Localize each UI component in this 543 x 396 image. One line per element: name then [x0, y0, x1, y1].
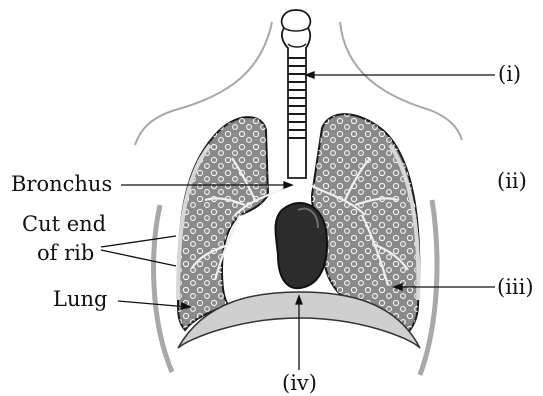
label-bronchus: Bronchus	[11, 174, 112, 195]
trachea	[282, 10, 311, 178]
heart	[276, 203, 327, 288]
label-ii: (ii)	[497, 171, 527, 192]
label-iv: (iv)	[282, 373, 317, 394]
label-lung: Lung	[53, 289, 107, 310]
label-cut-end-of-rib-line1: Cut end	[22, 214, 106, 235]
label-iii: (iii)	[497, 277, 534, 298]
side-line-left	[154, 205, 172, 372]
label-i: (i)	[498, 64, 521, 85]
label-cut-end-of-rib-line2: of rib	[37, 243, 94, 264]
